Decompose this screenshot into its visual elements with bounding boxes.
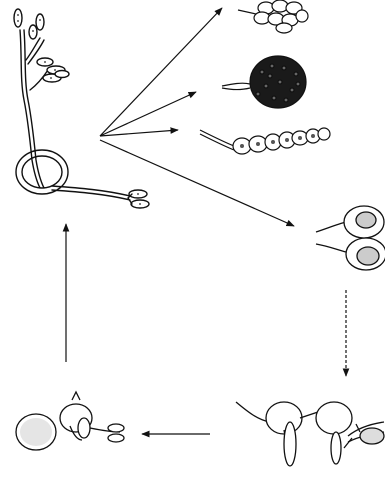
arrow-to-dense-sporangium [100, 92, 196, 136]
arrow-to-sporangium-cluster [100, 8, 222, 136]
spore-chain [200, 128, 330, 154]
germinating-sporangia [236, 402, 384, 466]
sporophore-drawing [14, 9, 149, 208]
paired-sporangia [316, 206, 385, 270]
new-coiled-hypha [16, 392, 124, 450]
sporangium-cluster [238, 0, 308, 33]
dense-sporangium [222, 56, 306, 108]
arrow-to-paired-sporangia [100, 140, 294, 226]
